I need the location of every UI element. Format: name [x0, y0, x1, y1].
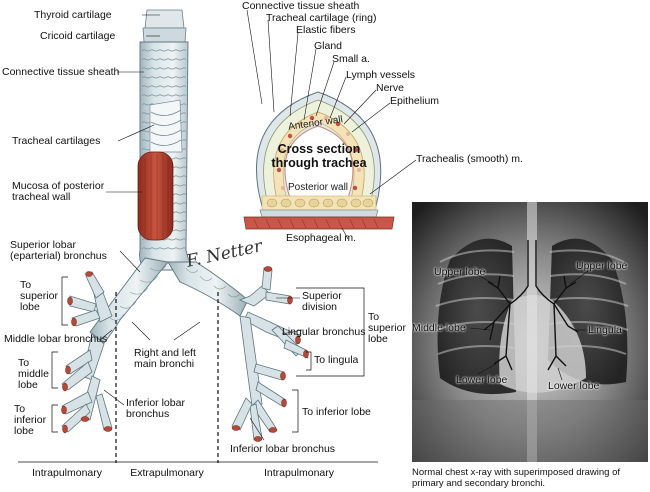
- label-superior-division: Superior division: [302, 290, 342, 313]
- label-middle-lobar-bronchus: Middle lobar bronchus: [4, 333, 108, 345]
- label-cricoid-cartilage: Cricoid cartilage: [40, 30, 116, 42]
- label-cs-epithelium: Epithelium: [390, 95, 440, 107]
- region-label-left: Intrapulmonary: [31, 467, 103, 479]
- region-label-right: Intrapulmonary: [263, 467, 335, 479]
- label-cs-esophageal-muscle: Esophageal m.: [286, 232, 357, 244]
- label-tracheal-cartilages: Tracheal cartilages: [12, 135, 101, 147]
- label-to-lingula: To lingula: [314, 354, 359, 366]
- trachealis-muscle: [259, 209, 379, 218]
- label-to-inferior-lobe-left: To inferior lobe: [302, 406, 371, 418]
- label-to-superior-lobe-left: To superior lobe: [368, 311, 406, 345]
- label-cs-small-artery: Small a.: [332, 53, 370, 65]
- xray-label-lingula: Lingula: [588, 324, 622, 336]
- cross-section-leader-lines: [246, 9, 417, 240]
- thyroid-cartilage-shape: [144, 9, 185, 29]
- label-to-inferior-lobe-right: To inferior lobe: [14, 403, 47, 437]
- cross-section-glands: [276, 115, 361, 191]
- lumen: [284, 125, 354, 199]
- cartilage-cutaway: [149, 99, 183, 153]
- label-to-superior-lobe-right: To superior lobe: [20, 279, 58, 313]
- xray-label-lower-lobe-right: Lower lobe: [456, 374, 508, 386]
- label-lingular-bronchus: Lingular bronchus: [282, 326, 366, 338]
- cross-section-drawing: [243, 91, 395, 230]
- trachea-brackets: [51, 276, 365, 433]
- left-lung-bronchial-tree: [231, 267, 309, 441]
- xray-caption: Normal chest x-ray with superimposed dra…: [412, 467, 621, 489]
- xray-label-upper-lobe-left: Upper lobe: [576, 260, 628, 272]
- label-cs-posterior-wall: Posterior wall: [288, 182, 349, 193]
- region-dividers: [18, 292, 378, 463]
- xray-leader-lines: [469, 270, 589, 381]
- label-cs-cartilage-ring: Tracheal cartilage (ring): [266, 12, 377, 24]
- label-inferior-lobar-bronchus-left: Inferior lobar bronchus: [230, 443, 336, 455]
- label-cs-title: Cross section through trachea: [271, 142, 367, 170]
- xray-bronchi-overlay: [483, 240, 579, 371]
- trachea-drawing: [61, 9, 309, 442]
- label-cs-lymph-vessels: Lymph vessels: [346, 69, 416, 81]
- label-cs-elastic-fibers: Elastic fibers: [296, 24, 356, 36]
- label-connective-tissue-sheath: Connective tissue sheath: [2, 66, 120, 78]
- label-cs-gland: Gland: [314, 40, 343, 52]
- trachea-leader-lines: [99, 14, 303, 441]
- xray-label-lower-lobe-left: Lower lobe: [548, 380, 600, 392]
- xray-label-middle-lobe: Middle lobe: [412, 322, 466, 334]
- esophageal-muscle: [243, 216, 395, 230]
- left-main-bronchus: [167, 261, 249, 317]
- label-cs-nerve: Nerve: [376, 82, 405, 94]
- right-lung-bronchial-tree: [61, 271, 113, 433]
- label-inferior-lobar-bronchus-right: Inferior lobar bronchus: [126, 397, 185, 420]
- posterior-wall-mucosa: [137, 151, 174, 241]
- cricoid-cartilage-shape: [142, 27, 187, 43]
- label-thyroid-cartilage: Thyroid cartilage: [34, 9, 112, 21]
- label-superior-lobar-bronchus: Superior lobar (eparterial) bronchus: [10, 239, 107, 262]
- chest-xray: [412, 202, 648, 462]
- label-to-middle-lobe: To middle lobe: [18, 357, 49, 391]
- label-cs-connective-sheath: Connective tissue sheath: [242, 0, 360, 12]
- label-cs-trachealis: Trachealis (smooth) m.: [416, 153, 523, 165]
- xray-label-upper-lobe-right: Upper lobe: [434, 266, 486, 278]
- label-main-bronchi: Right and left main bronchi: [134, 347, 196, 370]
- label-mucosa-posterior-wall: Mucosa of posterior tracheal wall: [12, 180, 105, 203]
- region-label-middle: Extrapulmonary: [130, 467, 204, 479]
